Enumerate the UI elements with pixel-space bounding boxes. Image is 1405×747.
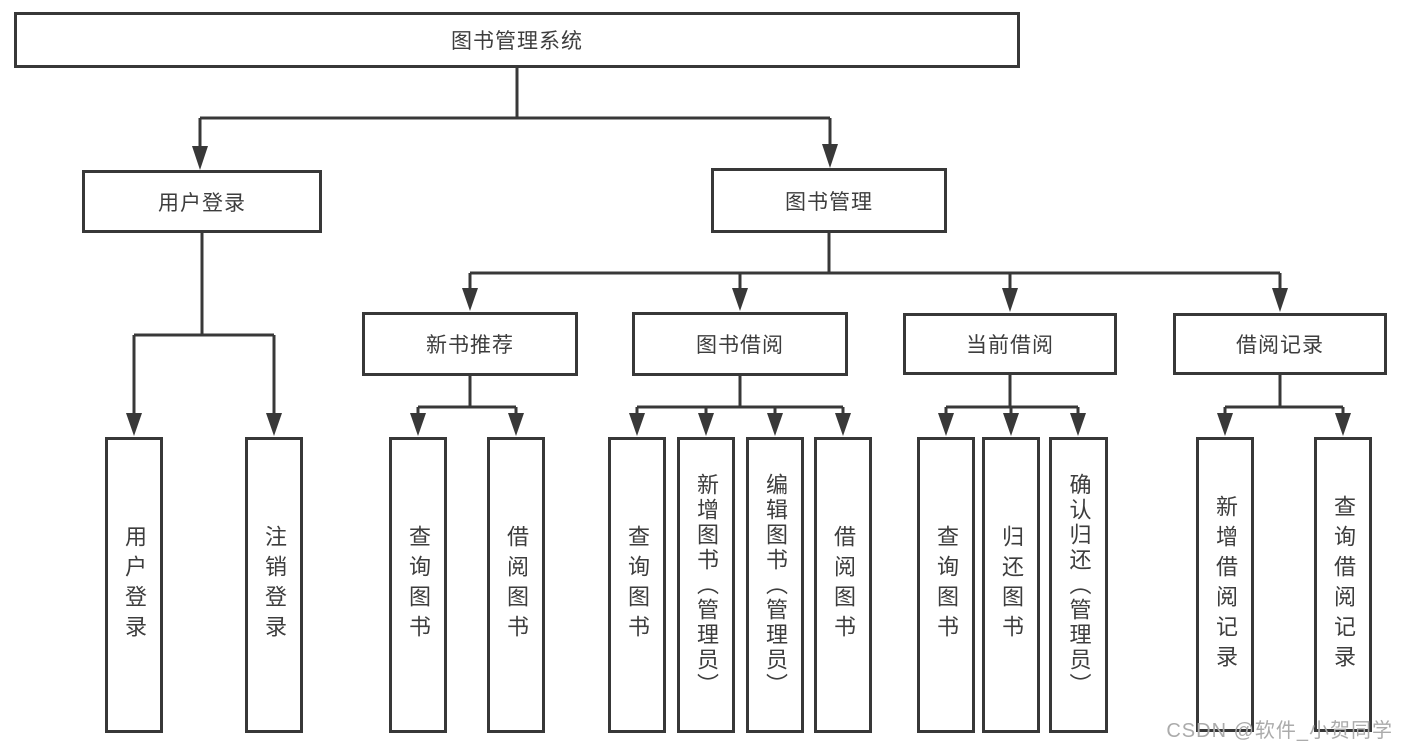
leaf-cb-query-book: 查询图书	[917, 437, 975, 733]
leaf-bb-add-book-admin: 新增图书（管理员）	[677, 437, 735, 733]
connector-book-borrow-children	[629, 376, 851, 436]
leaf-logout: 注销登录	[245, 437, 303, 733]
leaf-cb-confirm-return-admin: 确认归还（管理员）	[1049, 437, 1108, 733]
node-borrow-record: 借阅记录	[1173, 313, 1387, 375]
connector-book-mgmt-children	[462, 233, 1288, 312]
connector-user-login-children	[126, 233, 282, 436]
node-book-mgmt: 图书管理	[711, 168, 947, 233]
node-new-book-rec: 新书推荐	[362, 312, 578, 376]
csdn-watermark: CSDN @软件_小贺同学	[1166, 720, 1393, 742]
node-root: 图书管理系统	[14, 12, 1020, 68]
leaf-bb-borrow-book: 借阅图书	[814, 437, 872, 733]
node-user-login: 用户登录	[82, 170, 322, 233]
connector-borrow-record-children	[1217, 375, 1351, 436]
node-current-borrow: 当前借阅	[903, 313, 1117, 375]
connector-new-book-rec-children	[410, 376, 524, 436]
leaf-br-query-record: 查询借阅记录	[1314, 437, 1372, 732]
leaf-bb-query-book: 查询图书	[608, 437, 666, 733]
leaf-br-add-record: 新增借阅记录	[1196, 437, 1254, 732]
leaf-nb-query-book: 查询图书	[389, 437, 447, 733]
connector-current-borrow-children	[938, 375, 1086, 436]
connector-root-to-level1	[192, 68, 838, 170]
leaf-bb-edit-book-admin: 编辑图书（管理员）	[746, 437, 804, 733]
leaf-user-login: 用户登录	[105, 437, 163, 733]
leaf-nb-borrow-book: 借阅图书	[487, 437, 545, 733]
leaf-cb-return-book: 归还图书	[982, 437, 1040, 733]
node-book-borrow: 图书借阅	[632, 312, 848, 376]
